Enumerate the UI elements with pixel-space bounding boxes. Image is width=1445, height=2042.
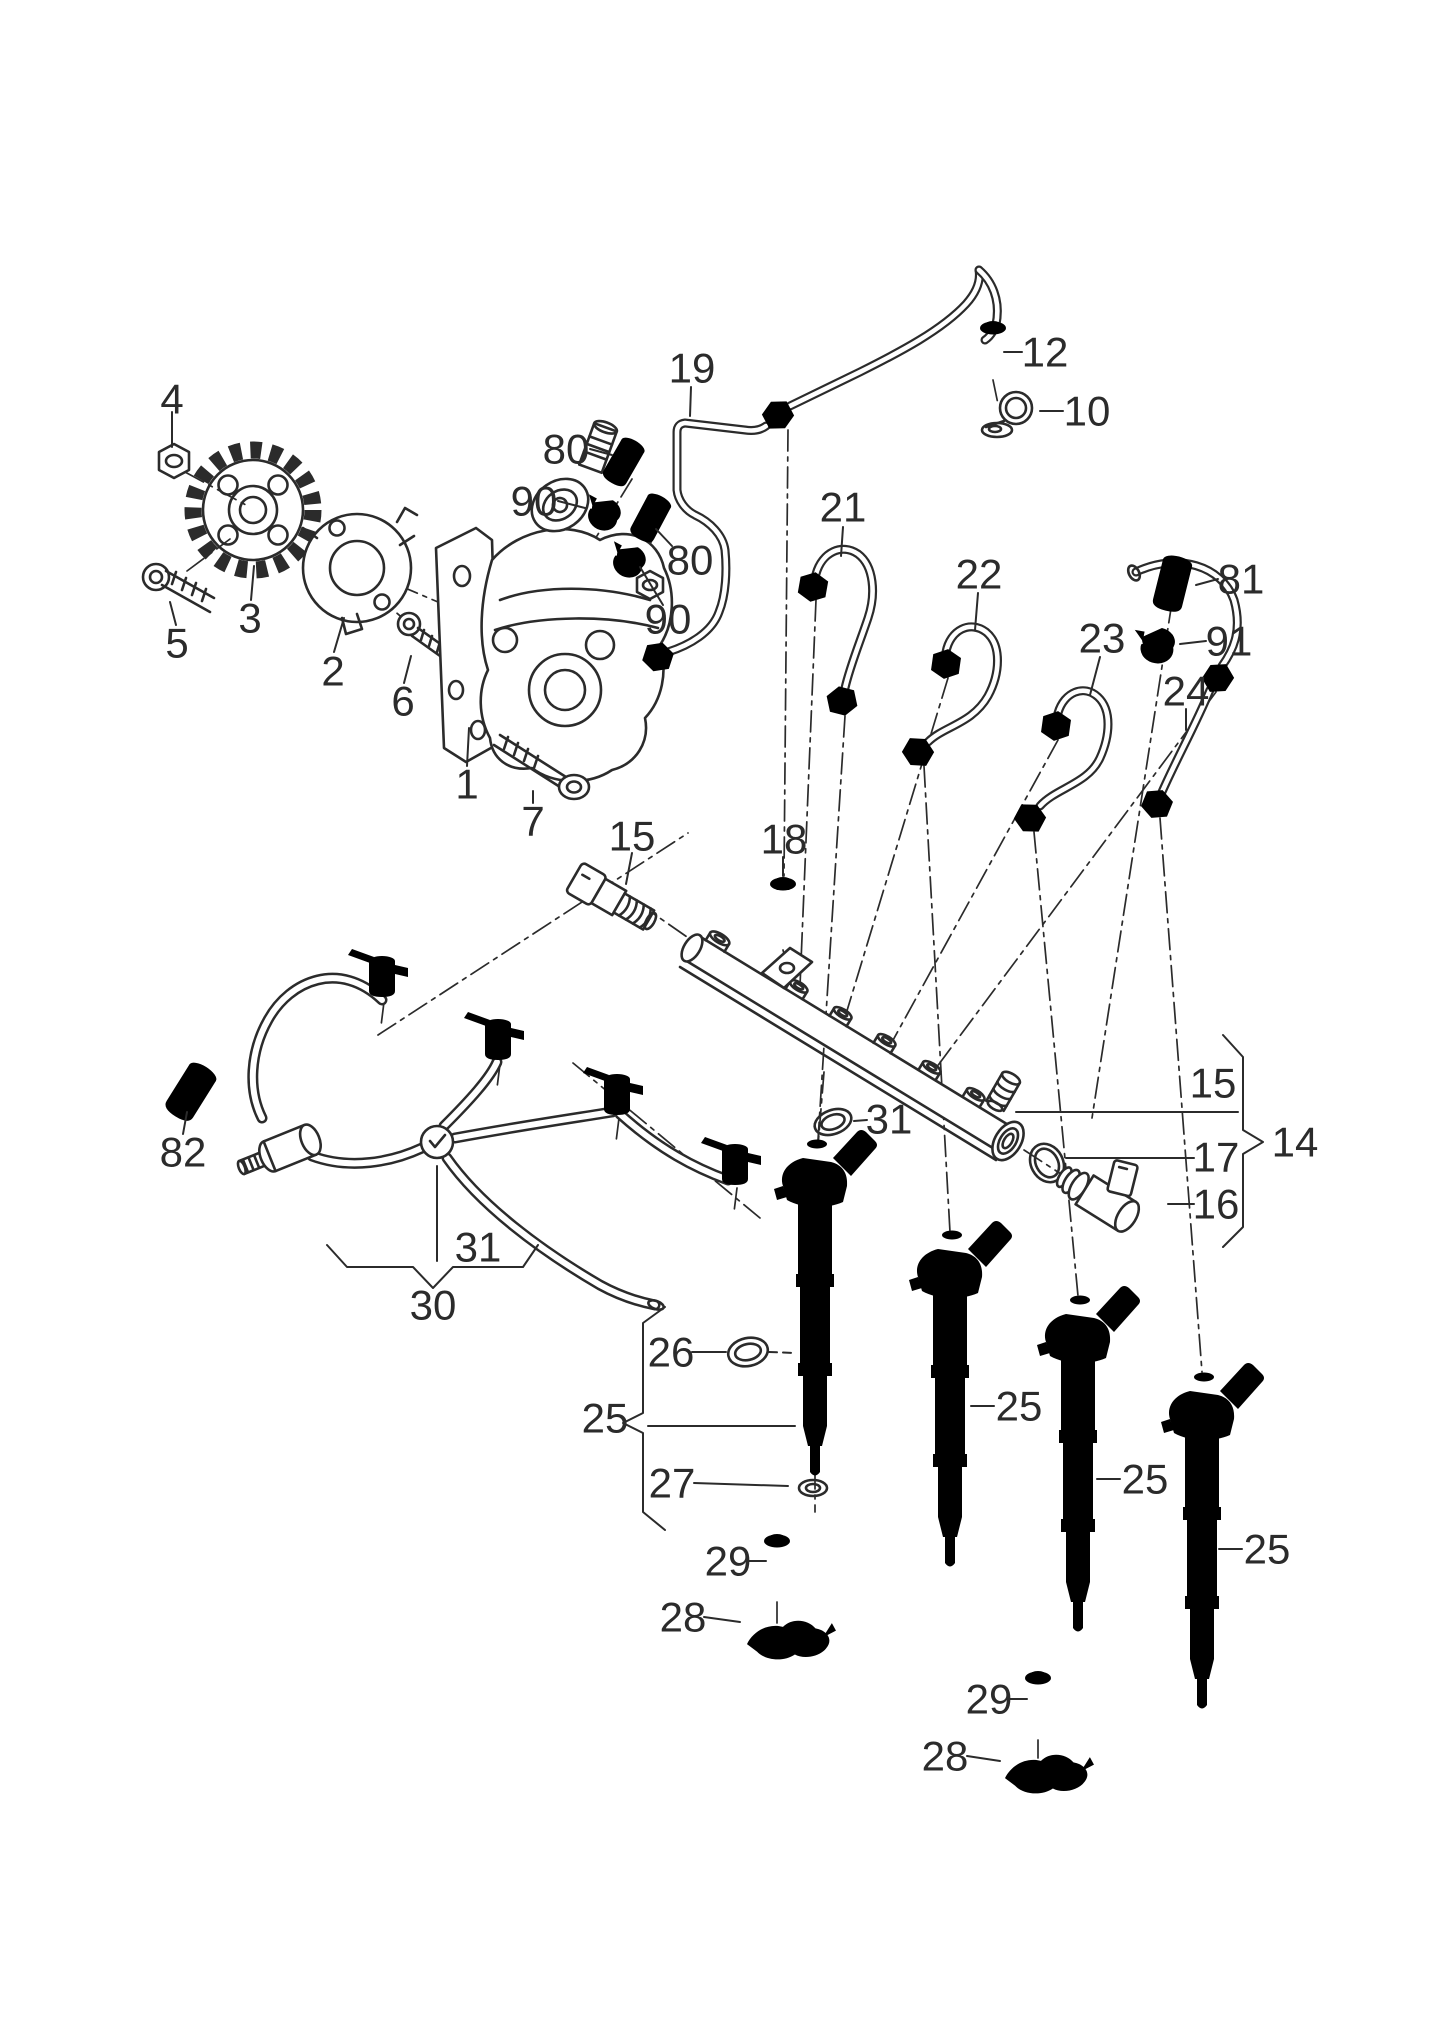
bolt-29-a-part [764,1534,790,1593]
callout-28-b: 28 [922,1733,969,1780]
callout-12: 12 [1022,329,1069,376]
fuel-rail-part [678,930,1025,1162]
callout-14: 14 [1272,1119,1319,1166]
callout-90-right: 90 [645,596,692,643]
callout-31-low: 31 [455,1224,502,1271]
callout-81: 81 [1218,556,1265,603]
callout-7: 7 [521,798,544,845]
callout-29-b: 29 [966,1676,1013,1723]
gear-part [184,441,322,579]
bolt-18-part [770,877,796,936]
callout-23: 23 [1079,615,1126,662]
rail-end-sensor-part [985,1070,1022,1113]
callout-91: 91 [1206,618,1253,665]
callout-16: 16 [1193,1181,1240,1228]
callout-25-b: 25 [996,1383,1043,1430]
pipe-23-part [1010,686,1113,838]
callout-18: 18 [761,816,808,863]
assembly-axes [184,379,1217,1759]
callout-80-left: 80 [543,426,590,473]
pipe-19-part [640,265,1002,676]
oring-31-rail-part [813,1107,853,1137]
flange-part [301,506,419,636]
callout-25-c: 25 [1122,1456,1169,1503]
callout-2: 2 [321,648,344,695]
callout-17: 17 [1193,1134,1240,1181]
clamp-28-a-part [737,1615,841,1667]
callout-90-left: 90 [511,478,558,525]
callout-15-right: 15 [1190,1060,1237,1107]
callout-6: 6 [391,678,414,725]
clip-91-part [1129,623,1178,667]
callout-15-left: 15 [609,813,656,860]
cap-82-part [162,1058,220,1125]
callout-4: 4 [160,376,183,423]
injector-1-part [774,1130,877,1476]
callout-82: 82 [160,1129,207,1176]
nut-part [157,442,191,480]
pump-part [434,419,674,783]
bolt-part-5 [141,562,216,614]
callout-22: 22 [956,551,1003,598]
callout-26: 26 [648,1329,695,1376]
callout-27: 27 [649,1460,696,1507]
callout-10: 10 [1064,388,1111,435]
callout-30: 30 [410,1282,457,1329]
oring-26-part [726,1336,770,1368]
callout-5: 5 [165,620,188,667]
callout-1: 1 [455,761,478,808]
bolt-29-b-part [1025,1671,1051,1730]
callout-31-rail: 31 [866,1096,913,1143]
pipe-22-part [898,622,1002,772]
callout-24: 24 [1163,668,1210,715]
seal-27-part [797,1478,829,1498]
bolt-part-6 [396,611,448,658]
bolt-12-part [980,321,1006,380]
return-harness-part [236,949,761,1311]
leader-lines [169,351,1264,1762]
callout-3: 3 [238,595,261,642]
callout-25-a: 25 [582,1395,629,1442]
rail-sensor-15-part [565,862,658,931]
callout-21: 21 [820,484,867,531]
bolt-part-7 [492,733,591,801]
clamp-28-b-part [995,1749,1099,1801]
valve-16-part [1055,1159,1141,1233]
callout-19: 19 [669,345,716,392]
callout-25-d: 25 [1244,1526,1291,1573]
pipe-21-part [796,544,878,719]
clamp-10-part [980,390,1034,439]
callout-80-right: 80 [667,537,714,584]
callout-29-a: 29 [705,1538,752,1585]
callout-28-a: 28 [660,1594,707,1641]
